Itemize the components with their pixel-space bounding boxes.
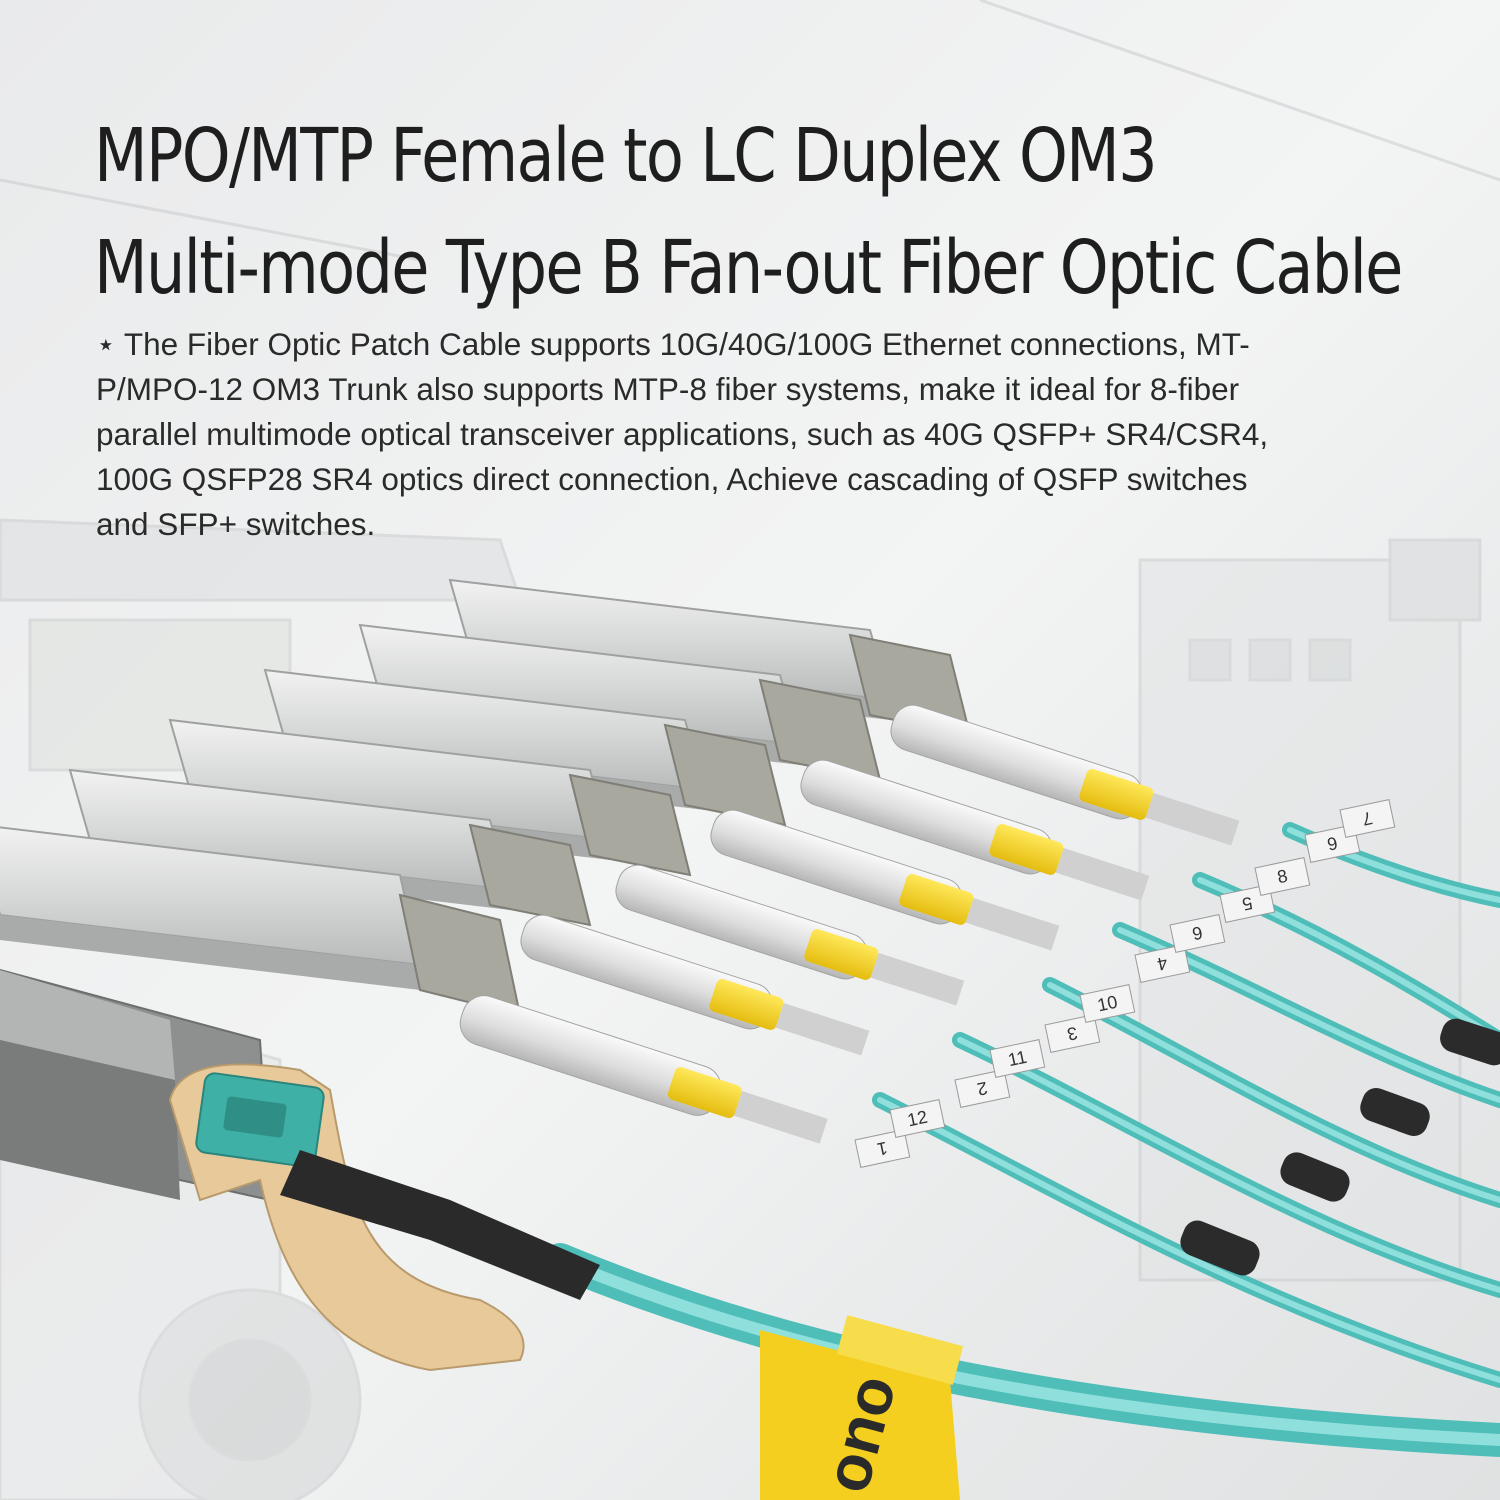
description-line-3: parallel multimode optical transceiver a… bbox=[96, 416, 1269, 452]
description-line-2: P/MPO-12 OM3 Trunk also supports MTP-8 f… bbox=[96, 371, 1240, 407]
svg-text:7: 7 bbox=[1360, 808, 1374, 830]
svg-text:6: 6 bbox=[1325, 833, 1339, 855]
svg-text:1: 1 bbox=[875, 1138, 889, 1160]
svg-text:3: 3 bbox=[1065, 1023, 1079, 1045]
fiber-tag-2: 2 bbox=[954, 1069, 1011, 1108]
svg-text:11: 11 bbox=[1006, 1047, 1028, 1070]
lc-duplex-connectors bbox=[459, 704, 1240, 1144]
description-line-5: and SFP+ switches. bbox=[96, 506, 376, 542]
sfp-module-1 bbox=[0, 826, 522, 1017]
fiber-tag-3: 3 bbox=[1044, 1014, 1101, 1053]
fiber-tag-11: 11 bbox=[989, 1039, 1046, 1078]
fiber-tag-9: 9 bbox=[1169, 914, 1226, 953]
svg-text:9: 9 bbox=[1190, 923, 1204, 945]
product-description: ⋆ The Fiber Optic Patch Cable supports 1… bbox=[96, 322, 1436, 547]
svg-text:2: 2 bbox=[975, 1078, 989, 1100]
page-title: MPO/MTP Female to LC Duplex OM3 Multi-mo… bbox=[94, 100, 1403, 324]
description-line-1: ⋆ The Fiber Optic Patch Cable supports 1… bbox=[96, 326, 1250, 362]
fiber-tag-8: 8 bbox=[1254, 857, 1311, 896]
brand-sleeve: ono bbox=[760, 1315, 964, 1500]
mpo-connector bbox=[168, 1063, 600, 1372]
fiber-tag-12: 12 bbox=[889, 1099, 946, 1138]
fiber-tag-1: 1 bbox=[854, 1129, 911, 1168]
description-line-4: 100G QSFP28 SR4 optics direct connection… bbox=[96, 461, 1248, 497]
fiber-tag-10: 10 bbox=[1079, 984, 1136, 1023]
fiber-tag-4: 4 bbox=[1134, 944, 1191, 983]
svg-text:8: 8 bbox=[1275, 866, 1289, 888]
fiber-heat-shrinks bbox=[1180, 1018, 1500, 1276]
svg-text:10: 10 bbox=[1095, 992, 1119, 1016]
title-line-2: Multi-mode Type B Fan-out Fiber Optic Ca… bbox=[94, 225, 1403, 311]
fiber-tag-7: 7 bbox=[1339, 799, 1396, 838]
title-line-1: MPO/MTP Female to LC Duplex OM3 bbox=[94, 113, 1158, 199]
fiber-number-tags: 1 12 2 11 3 10 bbox=[854, 799, 1396, 1168]
svg-text:5: 5 bbox=[1240, 893, 1254, 915]
svg-text:4: 4 bbox=[1155, 953, 1169, 975]
svg-text:12: 12 bbox=[905, 1107, 929, 1131]
